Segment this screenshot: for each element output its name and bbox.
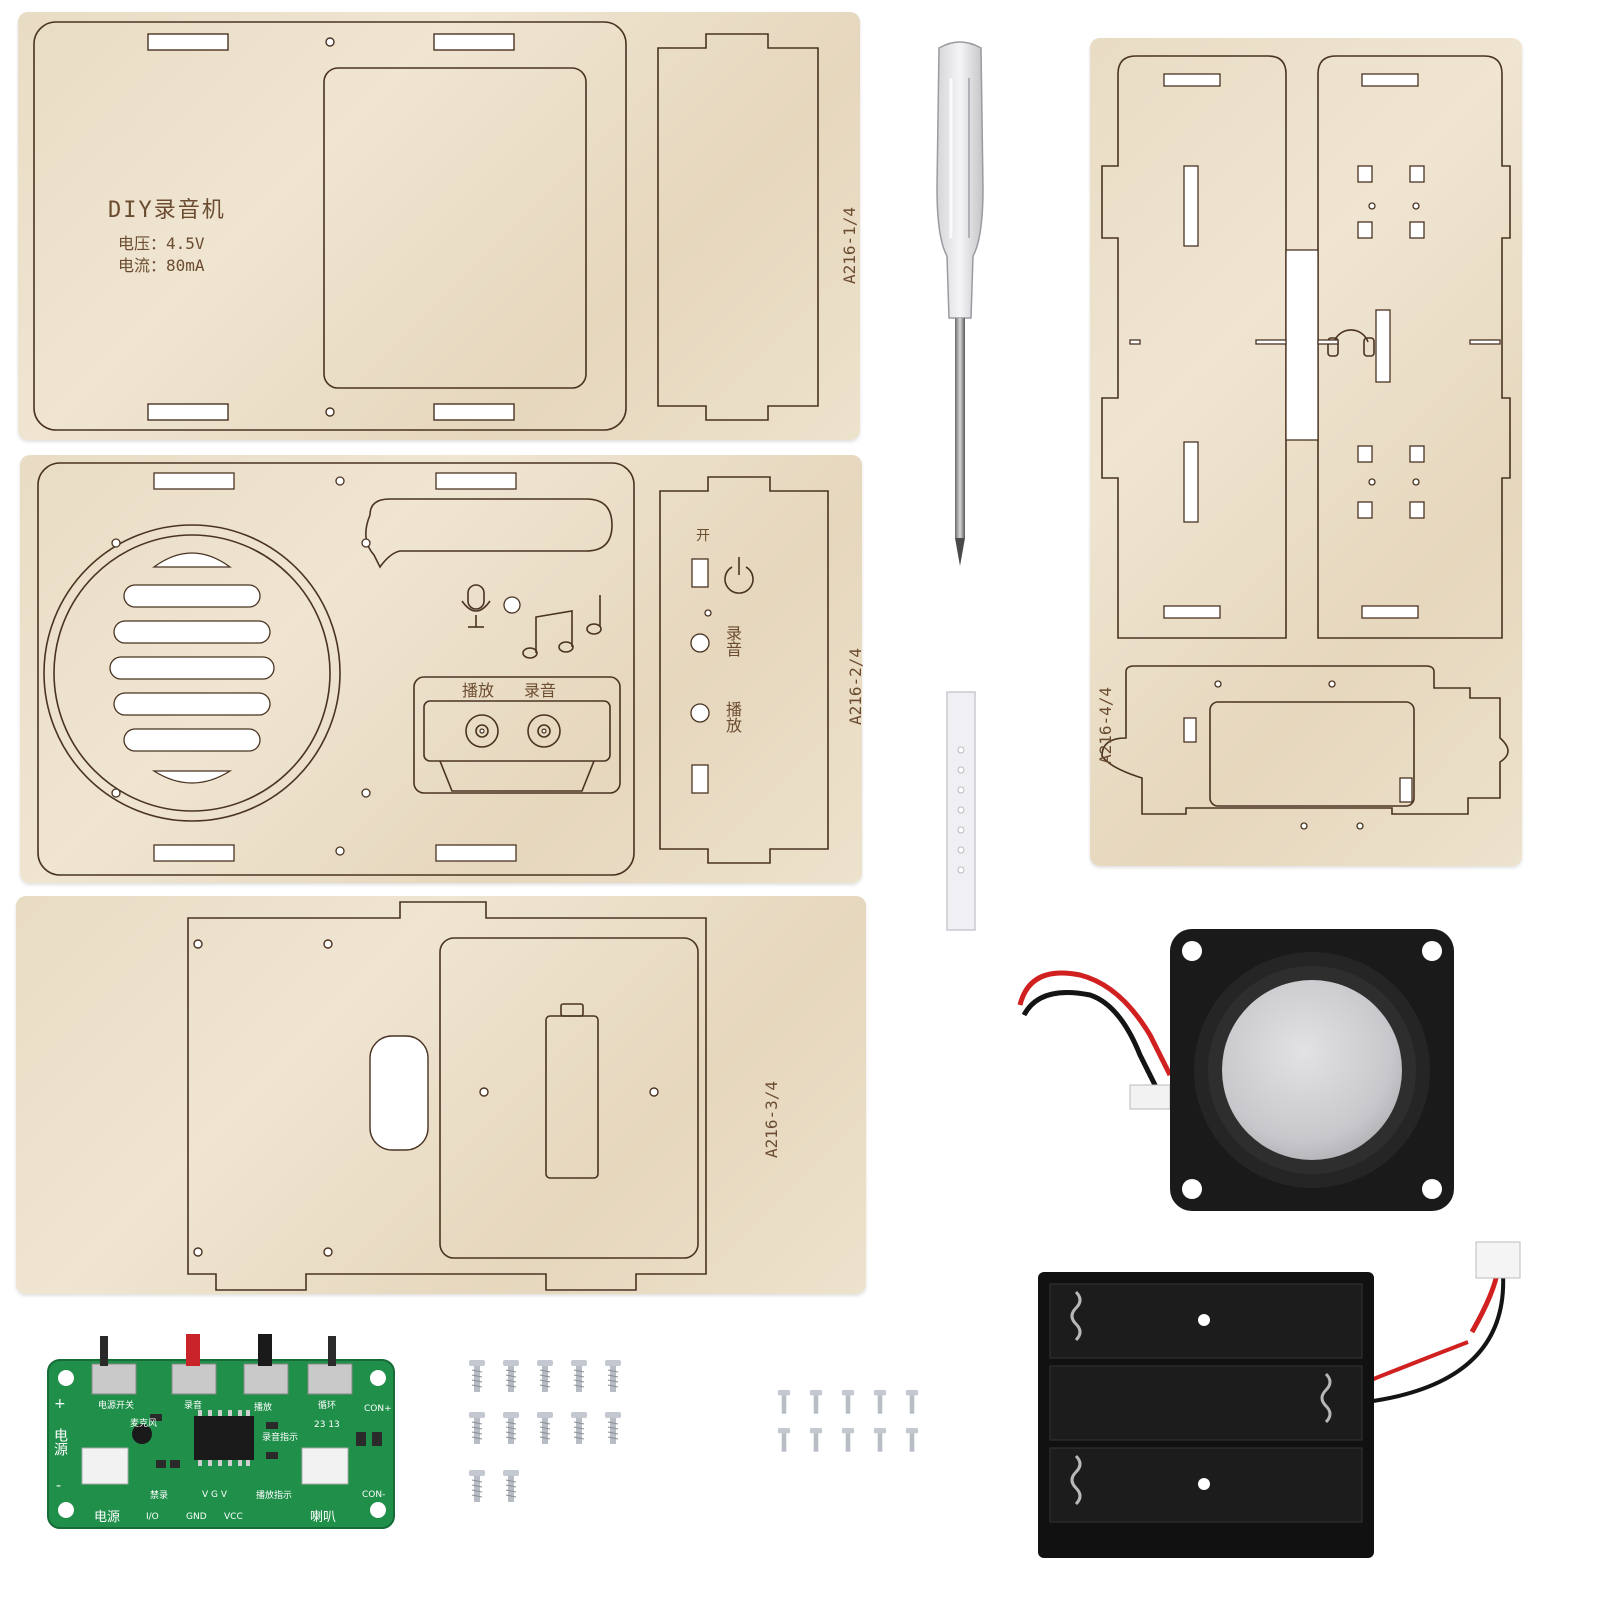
pcb-io-label: I/O (146, 1512, 159, 1522)
pcb-disable-record-label: 禁录 (150, 1491, 169, 1501)
pcb-power-vertical-label: 电源 (52, 1428, 68, 1456)
small-screw-icon (809, 1390, 823, 1414)
screw-icon (503, 1360, 519, 1392)
pcb-pins-label: V G V (202, 1490, 228, 1500)
screw-icon (537, 1412, 553, 1444)
small-screw-icon (777, 1390, 791, 1414)
pcb-loop-label: 循环 (318, 1401, 337, 1411)
tape-record-label: 录音 (524, 681, 557, 700)
screw-icon (503, 1470, 519, 1502)
screw-icon (469, 1412, 485, 1444)
panel-4-code: A216-4/4 (1096, 686, 1115, 764)
panel-1-cutlines (33, 21, 819, 431)
screw-icon (571, 1412, 587, 1444)
screw-icon (571, 1360, 587, 1392)
pcb-con-plus-label: CON+ (364, 1404, 392, 1414)
panel-3-code: A216-3/4 (762, 1080, 781, 1158)
screw-icon (469, 1470, 485, 1502)
screw-icon (503, 1412, 519, 1444)
pcb-power-switch-label: 电源开关 (98, 1401, 135, 1411)
pcb-record-indicator-label: 录音指示 (262, 1433, 299, 1443)
pcb-gnd-label: GND (186, 1512, 207, 1522)
pcb-mic-label: 麦克风 (130, 1419, 158, 1429)
plastic-strip (946, 691, 976, 931)
wood-panel-3: A216-3/4 (16, 896, 866, 1294)
pcb-ic-code: 23 13 (314, 1420, 340, 1430)
speaker-icon (1017, 929, 1454, 1211)
small-screw-icon (777, 1428, 791, 1452)
pcb-graphic (47, 1334, 395, 1529)
pcb-con-minus-label: CON- (362, 1490, 386, 1500)
pcb-minus-label: - (56, 1478, 62, 1494)
play-side-label: 播放 (723, 701, 742, 733)
pcb-power-bottom-label: 电源 (94, 1510, 121, 1525)
screw-icon (537, 1360, 553, 1392)
panel-2-code: A216-2/4 (846, 647, 865, 725)
panel-4-cutlines (1101, 55, 1511, 830)
screw-icon (605, 1360, 621, 1392)
record-side-label: 录音 (723, 625, 742, 657)
pcb-board: 电源开关 录音 播放 循环 CON+ 麦克风 23 13 录音指示 播放指示 C… (46, 1330, 396, 1530)
switch-on-label: 开 (696, 528, 710, 544)
small-screw-icon (905, 1390, 919, 1414)
pcb-speaker-label: 喇叭 (310, 1510, 337, 1525)
pcb-record-label: 录音 (184, 1401, 203, 1411)
pcb-vcc-label: VCC (224, 1512, 243, 1522)
panel-2-cutlines (37, 462, 829, 876)
pcb-play-label: 播放 (254, 1403, 273, 1413)
pcb-plus-label: + (54, 1396, 66, 1412)
small-screw-icon (873, 1428, 887, 1452)
wood-panel-4: A216-4/4 (1090, 38, 1522, 866)
current-label: 电流：80mA (118, 256, 205, 275)
screw-icon (469, 1360, 485, 1392)
small-screw-icon (905, 1428, 919, 1452)
panel-1-code: A216-1/4 (840, 206, 859, 284)
battery-holder-icon (1038, 1241, 1521, 1558)
small-screw-icon (873, 1390, 887, 1414)
screw-icon (605, 1412, 621, 1444)
pcb-play-indicator-label: 播放指示 (256, 1491, 293, 1501)
kit-title: DIY录音机 (108, 198, 226, 223)
wood-panel-2: 开 录音 播放 播放 录音 A216-2/4 (20, 455, 865, 883)
panel-3-cutlines (187, 901, 707, 1291)
wood-panel-1: DIY录音机 电压：4.5V 电流：80mA A216-1/4 (18, 12, 860, 440)
tape-play-label: 播放 (462, 681, 495, 700)
screwdriver-icon (936, 41, 984, 566)
small-screw-icon (841, 1390, 855, 1414)
voltage-label: 电压：4.5V (118, 234, 205, 253)
small-screw-icon (841, 1428, 855, 1452)
small-screw-icon (809, 1428, 823, 1452)
